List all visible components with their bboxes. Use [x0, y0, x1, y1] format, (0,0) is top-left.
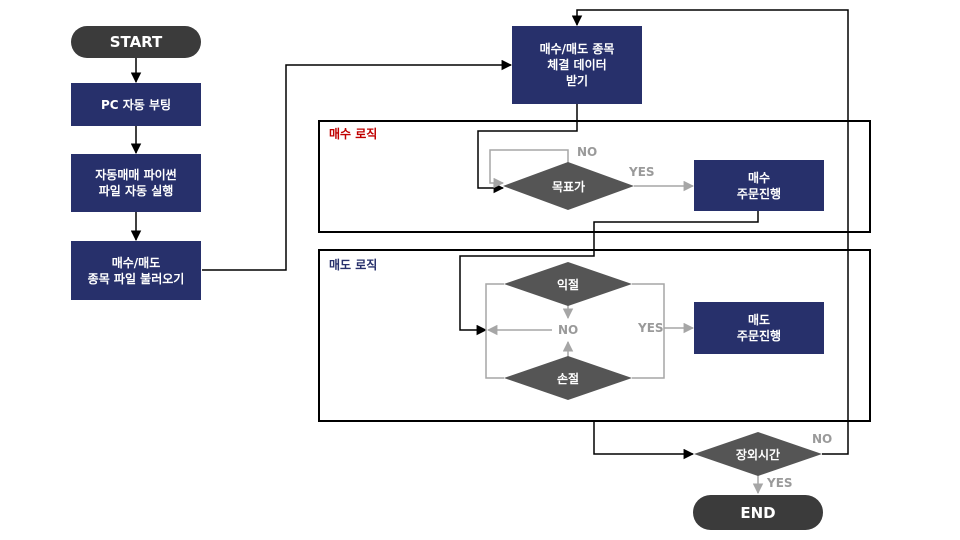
market-no-label: NO [812, 432, 833, 446]
buy-order-step: 매수 주문진행 [694, 160, 824, 211]
receive-data-step: 매수/매도 종목 체결 데이터 받기 [512, 26, 642, 104]
edge-load-to-receive [202, 59, 513, 271]
edge-profit-right [632, 283, 665, 379]
edge-target-no-loop [489, 149, 569, 189]
edge-profit-loop [485, 283, 504, 379]
decision-stop-loss [504, 356, 632, 400]
sell-logic-section [318, 249, 871, 422]
sell-no-label: NO [558, 323, 579, 337]
edge-buy-to-sell [459, 211, 759, 336]
sell-yes-label: YES [638, 321, 664, 335]
load-list-step: 매수/매도 종목 파일 불러오기 [71, 241, 201, 300]
edge-receive-to-target [477, 104, 578, 194]
start-terminal: START [71, 26, 201, 58]
buy-no-label: NO [577, 145, 598, 159]
market-yes-label: YES [767, 476, 793, 490]
buy-logic-section [318, 120, 871, 233]
edge-market-no-loop [571, 9, 849, 455]
decision-market-hours [694, 432, 822, 476]
buy-yes-label: YES [629, 165, 655, 179]
run-python-step: 자동매매 파이썬 파일 자동 실행 [71, 154, 201, 212]
pc-boot-step: PC 자동 부팅 [71, 83, 201, 126]
end-terminal: END [693, 495, 823, 530]
decision-target-price [503, 162, 634, 210]
sell-logic-title: 매도 로직 [329, 258, 378, 272]
decision-take-profit [504, 262, 632, 306]
edge-sell-to-market [593, 421, 695, 460]
buy-logic-title: 매수 로직 [329, 127, 378, 141]
sell-order-step: 매도 주문진행 [694, 302, 824, 354]
